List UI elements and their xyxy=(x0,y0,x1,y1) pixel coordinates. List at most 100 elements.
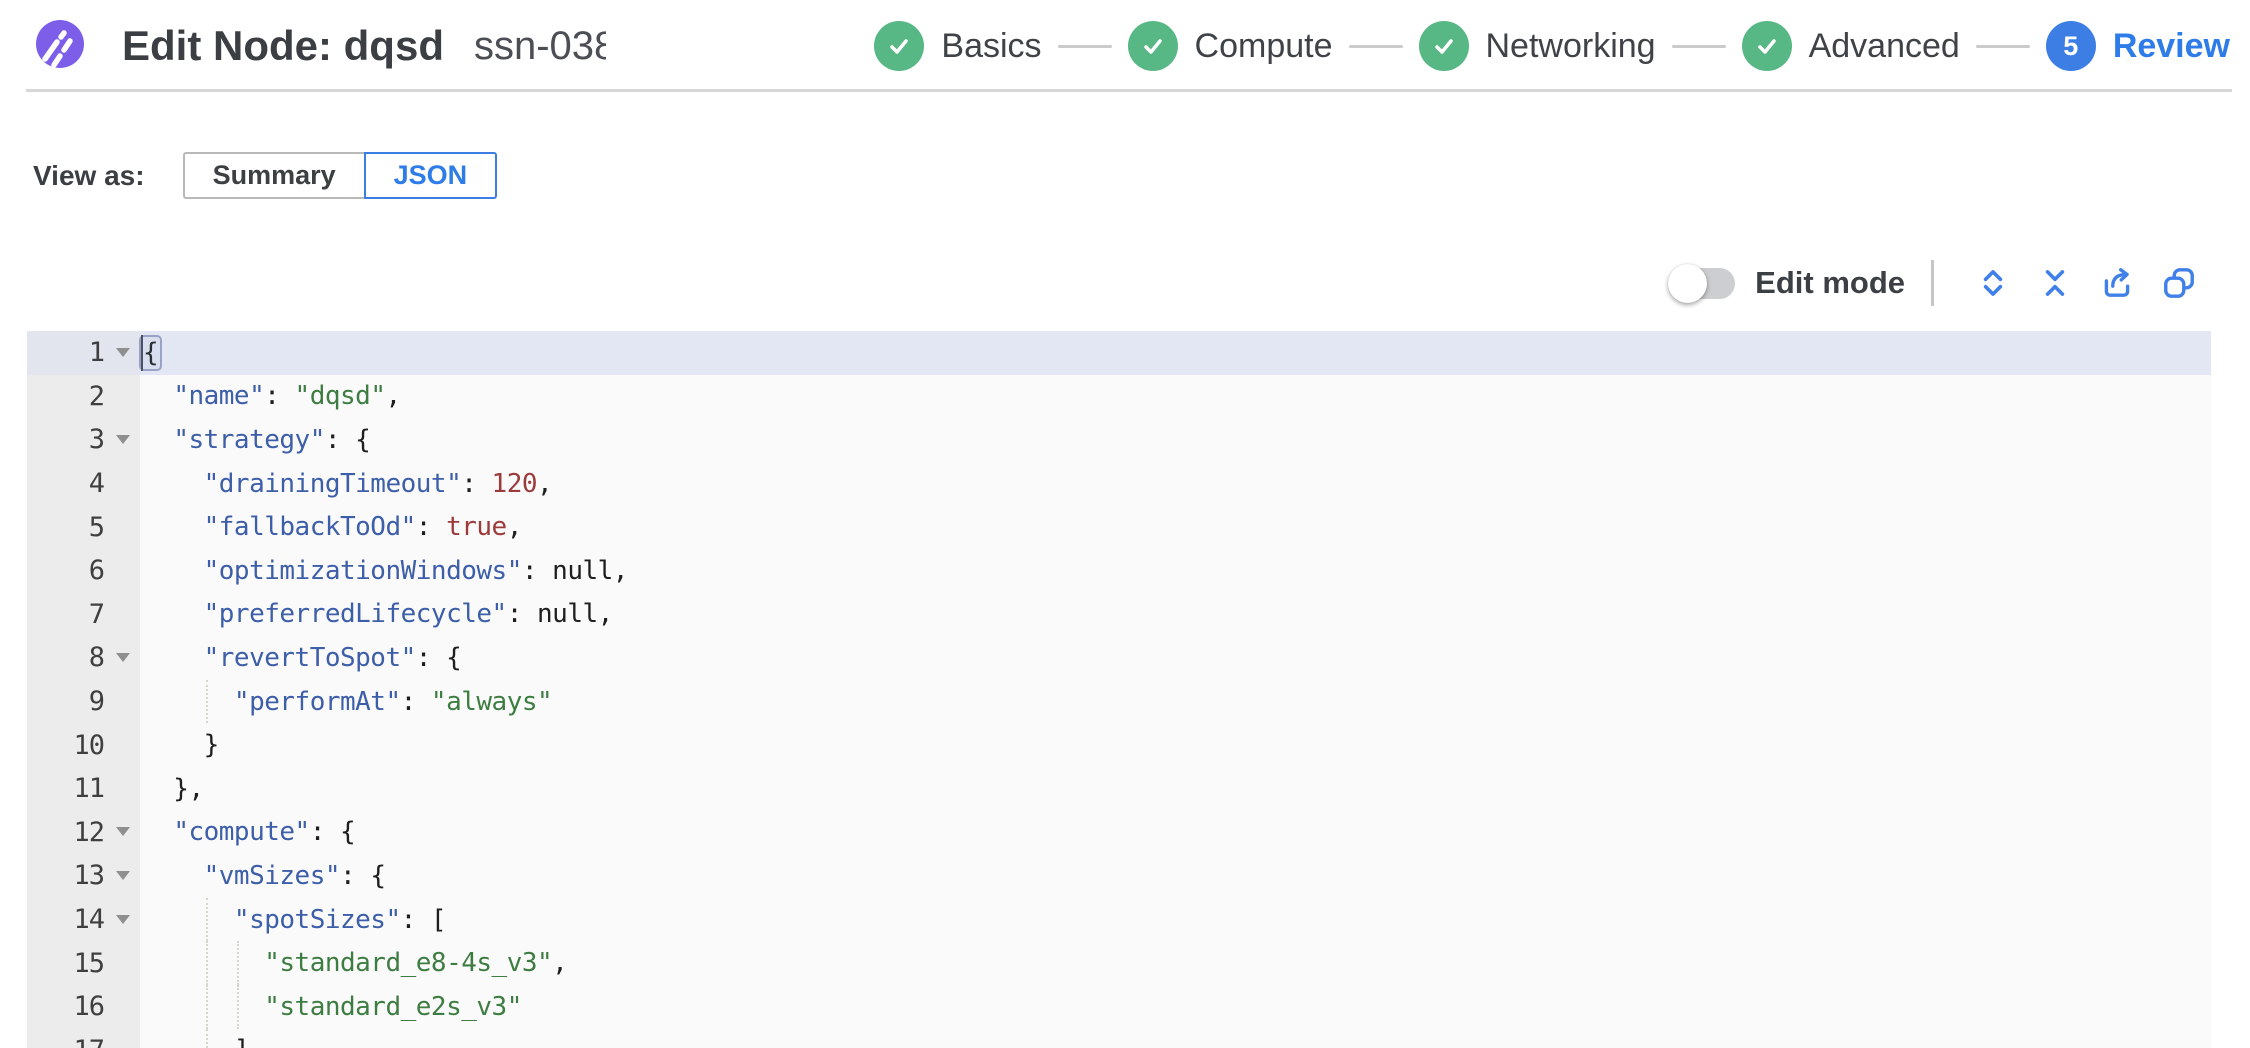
editor-line[interactable]: 9 "performAt": "always" xyxy=(27,679,2211,724)
code-token: "optimizationWindows" xyxy=(203,555,523,586)
line-number: 10 xyxy=(73,729,105,761)
editor-line[interactable]: 17 ], xyxy=(27,1028,2211,1048)
editor-line[interactable]: 15 "standard_e8-4s_v3", xyxy=(27,941,2211,985)
editor-line[interactable]: 5 "fallbackToOd": true, xyxy=(27,505,2211,549)
code-token: "dqsd" xyxy=(294,381,386,412)
code-line-content: "standard_e8-4s_v3", xyxy=(140,941,2211,985)
code-token xyxy=(143,425,173,455)
editor-line[interactable]: 14 "spotSizes": [ xyxy=(27,897,2211,942)
editor-toolbar: Edit mode xyxy=(1668,252,2210,314)
code-token xyxy=(143,643,204,673)
step-review[interactable]: 5 Review xyxy=(2045,21,2230,71)
indent-guide xyxy=(205,897,208,942)
editor-line[interactable]: 11 }, xyxy=(27,766,2211,811)
step-label: Basics xyxy=(941,26,1042,65)
toggle-knob[interactable] xyxy=(1668,263,1708,303)
code-token xyxy=(143,992,264,1022)
code-token: : xyxy=(264,381,295,412)
fold-toggle-icon[interactable] xyxy=(116,827,130,837)
code-line-content: "performAt": "always" xyxy=(140,679,2211,724)
editor-line[interactable]: 7 "preferredLifecycle": null, xyxy=(27,592,2211,637)
step-done-check-icon xyxy=(874,21,925,71)
code-token: } xyxy=(143,730,220,761)
fold-toggle-icon[interactable] xyxy=(116,434,130,444)
node-id-subtitle: ssn-038 xyxy=(473,23,606,68)
indent-guide xyxy=(205,679,208,724)
editor-line[interactable]: 16 "standard_e2s_v3" xyxy=(27,984,2211,1029)
code-token: , xyxy=(385,381,401,412)
step-done-check-icon xyxy=(1418,21,1469,71)
code-token: , xyxy=(612,555,629,586)
code-line-content: } xyxy=(140,723,2211,767)
code-token: "always" xyxy=(430,686,553,717)
line-number: 3 xyxy=(88,424,105,456)
editor-line[interactable]: 3 "strategy": { xyxy=(27,418,2211,462)
editor-line[interactable]: 12 "compute": { xyxy=(27,810,2211,855)
code-token xyxy=(143,817,173,847)
step-label: Compute xyxy=(1194,26,1333,65)
fold-toggle-icon[interactable] xyxy=(116,914,130,924)
editor-line[interactable]: 13 "vmSizes": { xyxy=(27,854,2211,898)
code-token: "fallbackToOd" xyxy=(203,512,417,543)
gutter-cell: 14 xyxy=(27,897,140,942)
indent-guide xyxy=(205,984,208,1029)
code-token: "spotSizes" xyxy=(233,904,401,935)
step-connector xyxy=(1975,44,2030,48)
code-token: : xyxy=(521,555,553,586)
code-line-content: "optimizationWindows": null, xyxy=(140,549,2211,593)
gutter-cell: 12 xyxy=(27,810,140,855)
gutter-cell: 3 xyxy=(27,418,140,462)
code-token xyxy=(143,861,204,891)
code-token: ], xyxy=(143,1035,265,1048)
step-connector xyxy=(1671,44,1726,48)
code-line-content: }, xyxy=(140,767,2211,811)
code-token: "revertToSpot" xyxy=(203,642,417,673)
line-number: 11 xyxy=(73,773,105,805)
line-number: 6 xyxy=(88,555,105,587)
step-basics[interactable]: Basics xyxy=(874,21,1042,71)
copy-icon[interactable] xyxy=(2161,265,2197,301)
code-token: , xyxy=(597,599,614,630)
line-number: 8 xyxy=(88,642,105,674)
code-token xyxy=(143,599,204,629)
expand-all-icon[interactable] xyxy=(1975,265,2011,301)
code-token: : { xyxy=(340,860,386,891)
code-token xyxy=(143,687,234,717)
line-number: 15 xyxy=(73,947,105,979)
fold-toggle-icon[interactable] xyxy=(116,347,130,357)
fold-toggle-icon[interactable] xyxy=(116,870,130,880)
editor-line[interactable]: 1{ xyxy=(27,331,2211,375)
summary-tab-button[interactable]: Summary xyxy=(182,152,366,199)
line-number: 2 xyxy=(88,380,105,412)
editor-line[interactable]: 6 "optimizationWindows": null, xyxy=(27,548,2211,593)
step-advanced[interactable]: Advanced xyxy=(1741,21,1960,71)
code-line-content: "fallbackToOd": true, xyxy=(140,505,2211,549)
json-code-editor[interactable]: 1{2 "name": "dqsd",3 "strategy": {4 "dra… xyxy=(27,331,2211,1048)
edit-mode-toggle[interactable] xyxy=(1668,263,1736,303)
export-icon[interactable] xyxy=(2099,265,2135,301)
indent-guide xyxy=(236,941,239,985)
json-tab-button[interactable]: JSON xyxy=(363,152,498,199)
code-token: "performAt" xyxy=(233,686,401,717)
editor-line[interactable]: 4 "drainingTimeout": 120, xyxy=(27,461,2211,506)
code-token xyxy=(143,556,204,586)
step-compute[interactable]: Compute xyxy=(1127,21,1333,71)
gutter-cell: 5 xyxy=(27,505,140,549)
collapse-all-icon[interactable] xyxy=(2037,265,2073,301)
indent-guide xyxy=(205,941,208,985)
step-networking[interactable]: Networking xyxy=(1418,21,1656,71)
code-token xyxy=(143,512,204,542)
editor-line[interactable]: 10 } xyxy=(27,723,2211,767)
code-token: "strategy" xyxy=(173,424,325,455)
code-line-content: "strategy": { xyxy=(140,418,2211,462)
fold-toggle-icon[interactable] xyxy=(116,652,130,662)
gutter-cell: 8 xyxy=(27,636,140,680)
editor-line[interactable]: 2 "name": "dqsd", xyxy=(27,374,2211,419)
page-title: Edit Node: dqsd xyxy=(122,22,444,69)
line-number: 1 xyxy=(88,337,105,369)
editor-line[interactable]: 8 "revertToSpot": { xyxy=(27,636,2211,680)
code-token: "standard_e2s_v3" xyxy=(264,991,522,1022)
gutter-cell: 15 xyxy=(27,941,140,985)
code-token: true xyxy=(446,512,507,543)
